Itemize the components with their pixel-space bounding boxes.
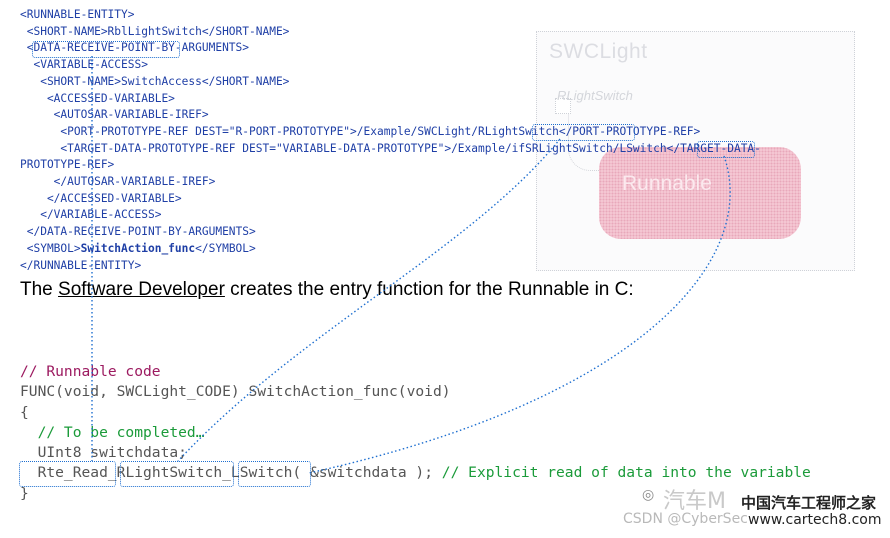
highlight-box-data-receive bbox=[32, 41, 180, 58]
code-rte-prefix: Rte_Read bbox=[37, 464, 108, 482]
sentence-suffix: creates the entry function for the Runna… bbox=[224, 279, 634, 300]
code-call-comment: // Explicit read of data into the variab… bbox=[441, 464, 811, 482]
code-todo-comment: // To be completed… bbox=[20, 423, 205, 441]
xml-line: </RUNNABLE-ENTITY> bbox=[20, 258, 142, 272]
xml-line: <SHORT-NAME>SwitchAccess</SHORT-NAME> bbox=[20, 74, 290, 88]
xml-line: PROTOTYPE-REF> bbox=[20, 158, 115, 172]
highlight-box-rte-read bbox=[19, 461, 116, 487]
code-func-decl: FUNC(void, SWCLight_CODE) SwitchAction_f… bbox=[20, 383, 451, 401]
watermark-wechat: 汽车M bbox=[663, 489, 726, 514]
runnable-label: Runnable bbox=[622, 172, 712, 195]
code-port-name: RLightSwitch bbox=[116, 464, 223, 482]
xml-line: </DATA-RECEIVE-POINT-BY-ARGUMENTS> bbox=[20, 225, 256, 239]
xml-line: <TARGET-DATA-PROTOTYPE-REF DEST="VARIABL… bbox=[20, 141, 761, 155]
swc-diagram-title: SWCLight bbox=[549, 40, 648, 63]
code-sep: _ bbox=[107, 464, 117, 482]
xml-line: <DATA-RECEIVE-POINT-BY-ARGUMENTS> bbox=[20, 41, 250, 55]
xml-line: </ACCESSED-VARIABLE> bbox=[20, 191, 182, 205]
code-comment-runnable: // Runnable code bbox=[20, 363, 161, 380]
port-label: RLightSwitch bbox=[557, 88, 633, 103]
connector-line bbox=[177, 138, 561, 462]
xml-symbol-open: <SYMBOL> bbox=[20, 241, 81, 255]
xml-line: <RUNNABLE-ENTITY> bbox=[20, 8, 135, 21]
watermark-site-url: www.cartech8.com bbox=[748, 512, 882, 528]
description-sentence: The Software Developer creates the entry… bbox=[20, 279, 634, 301]
swc-diagram: SWCLight RLightSwitch Runnable bbox=[536, 31, 855, 271]
xml-symbol-line: <SYMBOL>SwitchAction_func</SYMBOL> bbox=[20, 241, 761, 258]
xml-symbol-close: </SYMBOL> bbox=[195, 241, 256, 255]
xml-line: <AUTOSAR-VARIABLE-IREF> bbox=[20, 108, 209, 122]
wechat-icon: ◎ bbox=[642, 487, 655, 503]
code-sep: _ bbox=[222, 464, 231, 482]
code-element-name: LSwitch bbox=[230, 464, 293, 482]
code-open-brace: { bbox=[20, 403, 29, 421]
xml-line: <SHORT-NAME>RblLightSwitch</SHORT-NAME> bbox=[20, 24, 290, 38]
runnable-shape bbox=[599, 147, 801, 239]
highlight-box-element-name bbox=[238, 461, 311, 487]
connector-line bbox=[308, 155, 731, 474]
xml-symbol-value: SwitchAction_func bbox=[80, 241, 196, 255]
role-link: Software Developer bbox=[58, 279, 225, 300]
sentence-prefix: The bbox=[20, 279, 59, 300]
highlight-box-port-name bbox=[120, 461, 234, 487]
xml-line: <VARIABLE-ACCESS> bbox=[20, 58, 148, 72]
xml-line: </VARIABLE-ACCESS> bbox=[20, 208, 162, 222]
watermark-site-name: 中国汽车工程师之家 bbox=[741, 494, 877, 512]
watermark-csdn: CSDN @CyberSec bbox=[623, 511, 748, 527]
arxml-snippet: <RUNNABLE-ENTITY> <SHORT-NAME>RblLightSw… bbox=[20, 7, 761, 274]
highlight-box-rlightswitch bbox=[532, 124, 635, 141]
r-port-icon bbox=[555, 98, 571, 114]
xml-line: <ACCESSED-VARIABLE> bbox=[20, 91, 175, 105]
code-var-decl: UInt8 switchdata; bbox=[20, 444, 187, 462]
highlight-box-lswitch bbox=[697, 141, 755, 158]
code-args: ( &switchdata ); bbox=[292, 464, 442, 482]
code-close-brace: } bbox=[20, 484, 29, 502]
code-rte-call-line: Rte_Read_RLightSwitch_LSwitch( &switchda… bbox=[20, 463, 811, 483]
xml-line: </AUTOSAR-VARIABLE-IREF> bbox=[20, 175, 216, 189]
